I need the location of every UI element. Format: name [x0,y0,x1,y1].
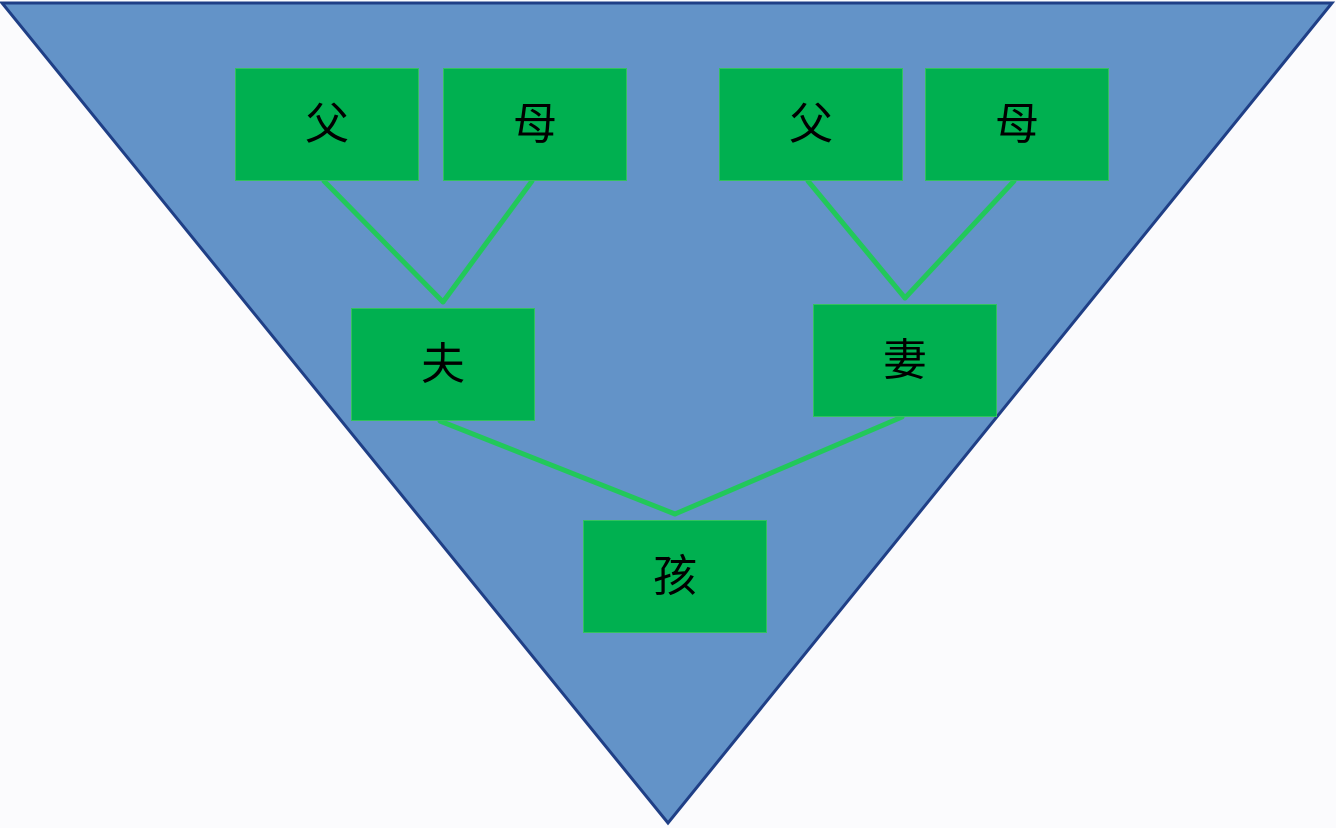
node-label: 父 [789,98,833,150]
node-label: 孩 [653,550,697,602]
node-wife-mother: 母 [925,68,1109,181]
node-label: 妻 [883,334,927,386]
node-label: 夫 [421,338,465,390]
node-husband: 夫 [351,308,535,421]
node-label: 母 [513,98,557,150]
connector-husband-to-child [437,418,678,517]
connector-lines [321,178,1017,517]
connector-husband_father-to-husband [321,178,446,305]
connector-husband_mother-to-husband [440,178,535,305]
node-wife: 妻 [813,304,997,417]
node-label: 母 [995,98,1039,150]
connector-wife_father-to-wife [805,178,908,301]
node-label: 父 [305,98,349,150]
node-husband-mother: 母 [443,68,627,181]
connector-wife-to-child [672,414,905,517]
connector-wife_mother-to-wife [902,178,1017,301]
node-child: 孩 [583,520,767,633]
node-husband-father: 父 [235,68,419,181]
node-wife-father: 父 [719,68,903,181]
